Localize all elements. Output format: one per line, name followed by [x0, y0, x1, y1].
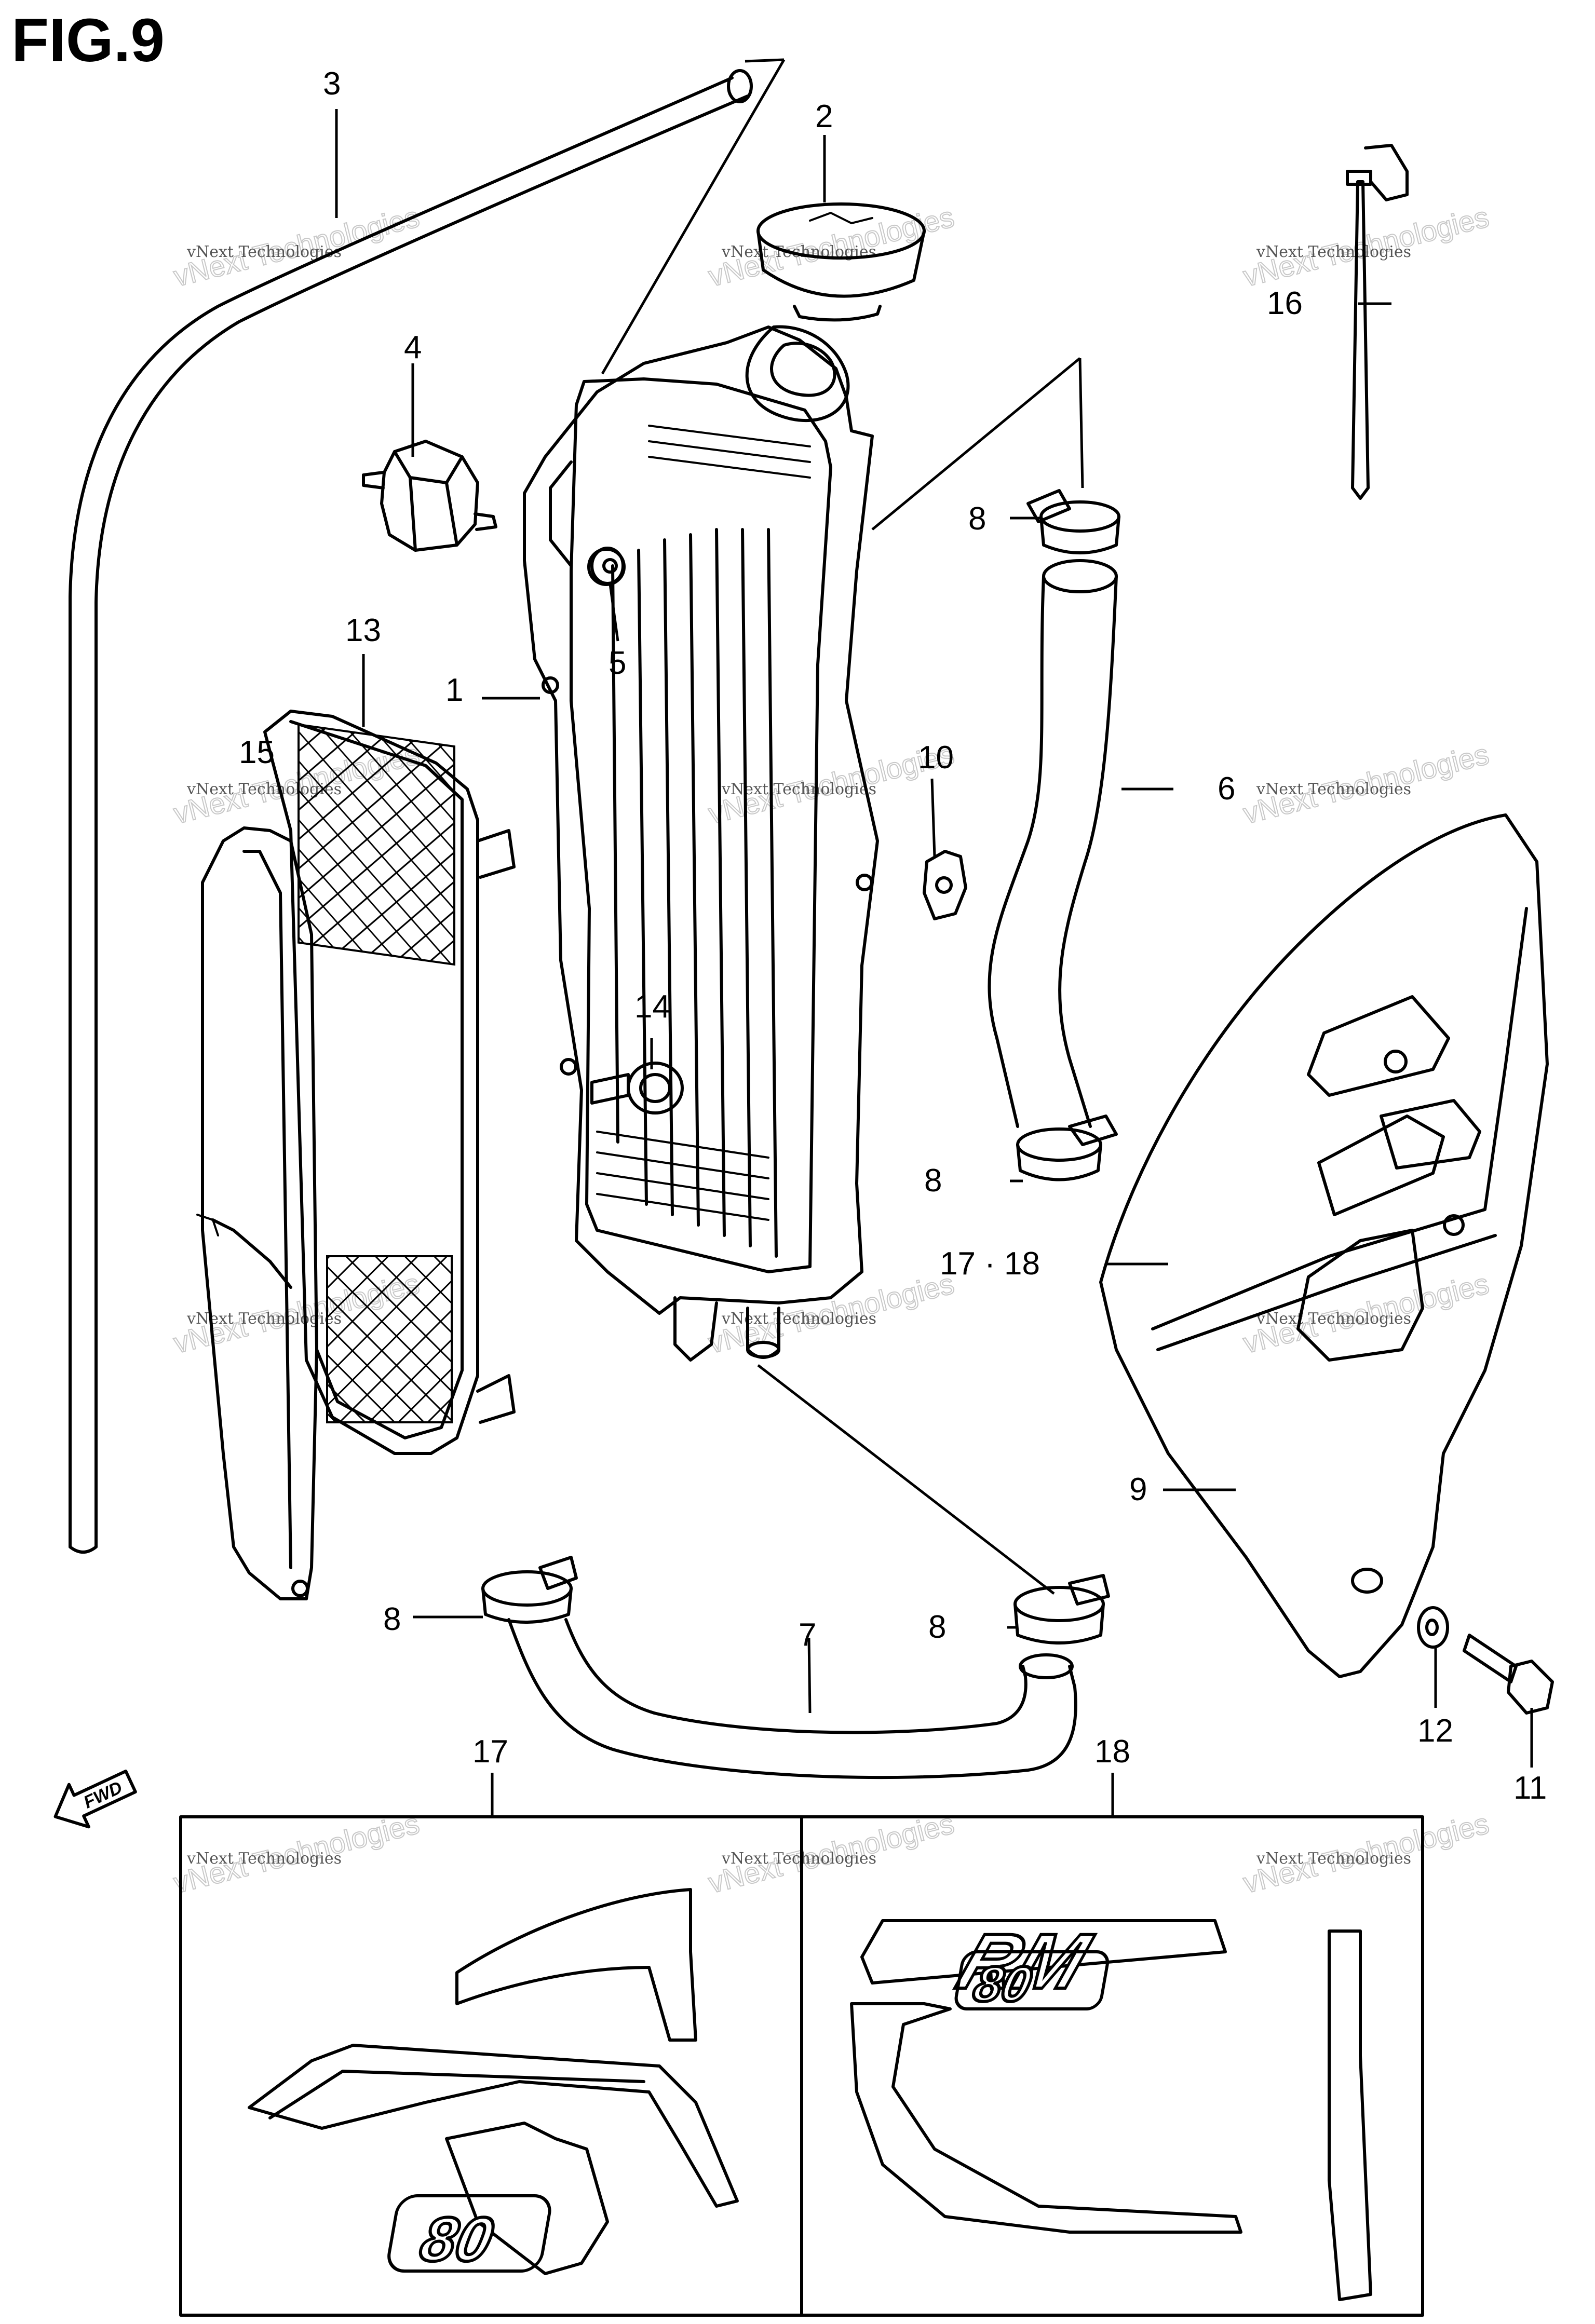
callouts: 3 2 16 4 8 13 5 1 15 10 6 14 8 17 · 18 9… [239, 66, 1547, 1806]
watermark: vNext Technologies vNext Technologies [1239, 1267, 1492, 1360]
decal-17: 80 [248, 1888, 739, 2276]
callout-9: 9 [1129, 1472, 1147, 1507]
watermark: vNext Technologies vNext Technologies [1239, 737, 1492, 831]
svg-text:vNext Technologies: vNext Technologies [1256, 243, 1411, 261]
figure-title: FIG.9 [11, 6, 165, 75]
overflow-hose-part [69, 69, 753, 1554]
upper-hose-part [988, 559, 1118, 1128]
callout-4: 4 [404, 330, 422, 365]
svg-text:vNext Technologies: vNext Technologies [721, 1310, 876, 1328]
decal-18: RM 80 [850, 1916, 1372, 2301]
svg-text:vNext Technologies: vNext Technologies [186, 243, 342, 261]
watermark: vNext Technologies vNext Technologies [705, 1267, 957, 1360]
callout-8-lower-right: 8 [928, 1609, 946, 1645]
svg-text:vNext Technologies: vNext Technologies [721, 1850, 876, 1868]
callout-17: 17 [472, 1734, 508, 1770]
callout-5: 5 [609, 645, 626, 681]
hose-clamp-lower-right [1013, 1574, 1110, 1645]
callout-2: 2 [815, 99, 833, 134]
decal-set-box: 80 RM 80 [179, 1815, 1424, 2317]
callout-17-18: 17 · 18 [940, 1246, 1040, 1282]
watermark: vNext Technologies vNext Technologies [170, 200, 423, 293]
svg-text:vNext Technologies: vNext Technologies [721, 780, 876, 798]
watermark: vNext Technologies vNext Technologies [705, 1806, 957, 1900]
svg-text:vNext Technologies: vNext Technologies [1256, 1310, 1411, 1328]
callout-16: 16 [1267, 286, 1303, 321]
hose-clamp-lower-left [481, 1556, 578, 1624]
radiator-cap-part [756, 202, 926, 322]
watermark: vNext Technologies vNext Technologies [170, 1806, 423, 1900]
radiator-shroud-part [1099, 813, 1549, 1678]
svg-text:vNext Technologies: vNext Technologies [186, 1850, 342, 1868]
callout-14: 14 [634, 989, 670, 1025]
callout-11: 11 [1513, 1770, 1547, 1806]
radiator-guard-part [263, 710, 516, 1455]
leader-lines [335, 58, 1533, 1817]
callout-8-lower-left: 8 [383, 1601, 401, 1637]
callout-8-upper: 8 [968, 501, 986, 537]
callout-6: 6 [1218, 771, 1235, 807]
bolt-part-14 [590, 1062, 684, 1115]
svg-text:vNext Technologies: vNext Technologies [1256, 1850, 1411, 1868]
callout-13: 13 [345, 613, 381, 648]
fwd-arrow: FWD [53, 1770, 137, 1829]
washer-part [1417, 1606, 1449, 1649]
watermark: vNext Technologies vNext Technologies [1239, 1806, 1492, 1900]
radiator-part [523, 325, 879, 1362]
svg-text:vNext Technologies: vNext Technologies [1256, 780, 1411, 798]
callout-18: 18 [1094, 1734, 1130, 1770]
callout-8-middle: 8 [924, 1163, 942, 1199]
tie-band-part [1346, 144, 1409, 500]
callout-7: 7 [799, 1617, 816, 1653]
decal-number-80: 80 [415, 2204, 499, 2274]
callout-15: 15 [239, 735, 275, 770]
lower-hose-part [507, 1618, 1077, 1779]
shroud-inner-part [196, 826, 318, 1600]
decal-number-80-b: 80 [969, 1956, 1036, 2012]
decal-80-plate [387, 2194, 551, 2273]
callout-12: 12 [1417, 1713, 1453, 1749]
watermarks: vNext Technologies vNext Technologies vN… [170, 200, 1492, 1900]
callout-3: 3 [323, 66, 341, 102]
callout-10: 10 [918, 740, 954, 776]
rubber-mount-part [362, 440, 497, 552]
flange-bolt-part [1463, 1634, 1554, 1715]
hose-clamp-middle [1016, 1115, 1118, 1181]
bolt-part-5 [587, 548, 626, 586]
callout-1: 1 [445, 672, 463, 708]
clip-part [923, 850, 967, 920]
hose-clamp-upper [1026, 489, 1120, 554]
